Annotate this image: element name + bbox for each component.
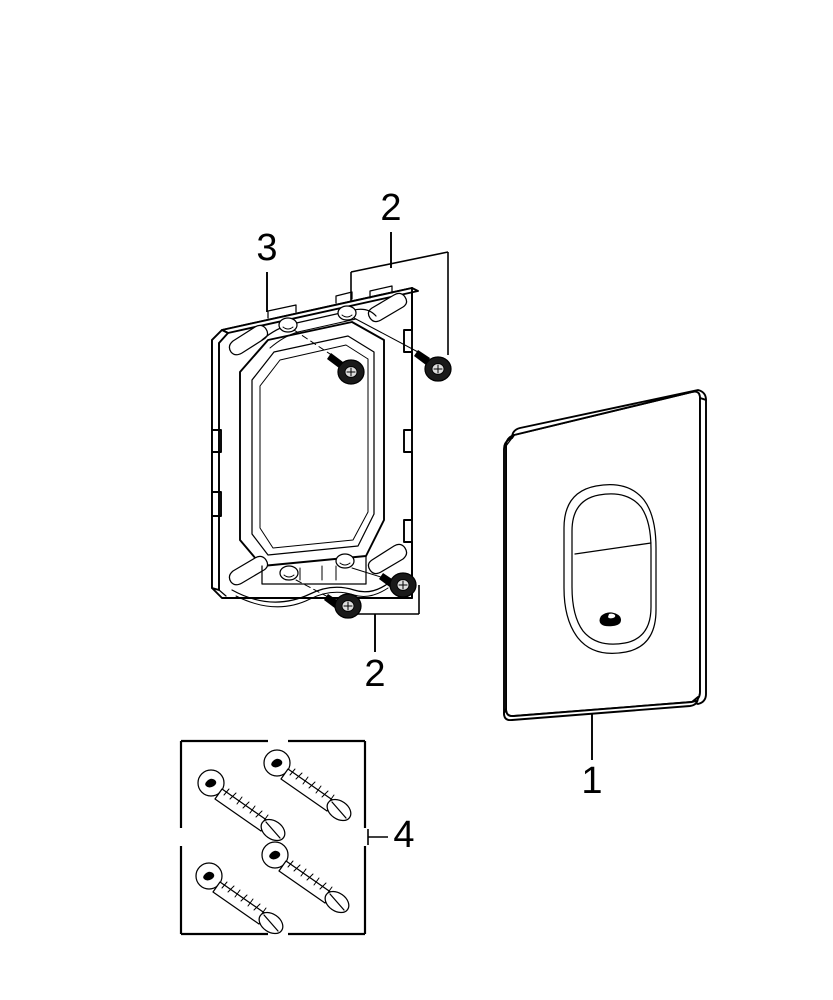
screw-kit-box-border [179,739,367,936]
screw-align-line-upper-right [353,317,419,353]
frame-inner-depth-line [218,342,227,597]
brand-logo-cut [608,613,616,619]
pan-head-screw-lower-left [324,593,362,619]
screw-thread-w-ul [223,788,269,823]
callout-number-3: 3 [256,227,277,269]
slot-hole-bottom-right [367,543,408,575]
frame-slot-holes [228,292,408,586]
part-mounting-frame [211,285,419,608]
frame-top-tab-mid [335,291,353,304]
frame-top-tab-right [369,285,393,299]
washer-hole-ll [203,871,215,881]
plate-corner-tl [505,437,513,447]
callout-number-1: 1 [581,760,602,802]
washer-hole-ul [205,778,217,788]
washer-hole-ur [271,758,283,768]
screw-cross-lr [398,580,408,590]
screw-cross-ul [346,367,356,377]
callout-number-2-bottom: 2 [364,653,385,695]
frame-lower-retainer-curve-2 [235,587,389,608]
screw-align-line-upper-left [293,329,334,357]
screw-slot-w-ur [331,801,347,819]
flush-button-divider [574,542,652,555]
callout-number-2-top: 2 [380,187,401,229]
part-actuation-plate [503,389,707,722]
frame-right-notches [403,287,413,599]
screw-cross-ll [343,601,353,611]
pan-head-screw-upper-left [327,353,365,385]
bracket-span-2-top [350,251,449,273]
screw-align-line-lower-right [351,567,385,579]
wood-screw-upper-right [263,749,352,822]
screw-shank-ur [414,350,430,365]
screw-shank-w-ll [212,881,267,925]
pan-head-screw-lower-right [379,572,417,598]
screw-thread-w-ll [221,881,267,916]
frame-lower-retainer-curve-1 [231,581,391,603]
frame-left-notch-lower [211,491,222,517]
screw-align-line-lower-left [295,579,331,599]
plate-right-bevel [691,397,707,705]
frame-left-notch-upper [211,429,222,453]
screw-slot-w-ul [265,821,281,839]
frame-screw-hole-lower-right [335,553,355,569]
screw-shank-w-ul [214,788,269,832]
screw-shank-w-ur [280,768,335,812]
pan-head-screw-upper-right [414,350,452,382]
callout-numbers: 3 2 2 1 4 [256,187,602,856]
wood-screw-lower-right [261,841,350,914]
screw-thread-w-ur [289,768,335,803]
frame-inner-opening-inner [251,335,375,556]
flush-button-face [571,493,652,645]
wood-screw-upper-left [197,769,286,842]
plate-top-bevel [511,389,707,439]
screw-cross-ur [433,364,443,374]
callout-number-4: 4 [393,814,414,856]
screw-slot-w-lr [329,893,345,911]
frame-aperture [259,344,369,549]
frame-top-tab-left [267,304,297,319]
frame-screw-hole-upper-left [278,317,298,333]
frame-lower-bridge [261,555,367,585]
brand-logo-mark [599,612,621,627]
plate-bottom-bevel [503,696,699,722]
screw-thread-w-lr [287,860,333,895]
frame-screw-hole-upper-right [337,305,357,321]
screw-slot-w-ll [263,914,279,932]
slot-hole-bottom-left [228,555,269,586]
frame-screw-hole-lower-left [279,565,299,581]
pan-head-screws [293,317,452,619]
wood-screw-lower-left [195,862,284,935]
screw-shank-ul [327,353,343,368]
slot-hole-top-right [367,292,408,323]
part-screw-kit [179,739,367,936]
washer-hole-lr [269,850,281,860]
frame-upper-boss-ledge-2 [269,318,357,349]
frame-upper-boss-ledge [261,308,377,341]
screw-shank-w-lr [278,860,333,904]
plate-corner-bl [503,708,507,714]
slot-hole-top-left [228,324,269,356]
